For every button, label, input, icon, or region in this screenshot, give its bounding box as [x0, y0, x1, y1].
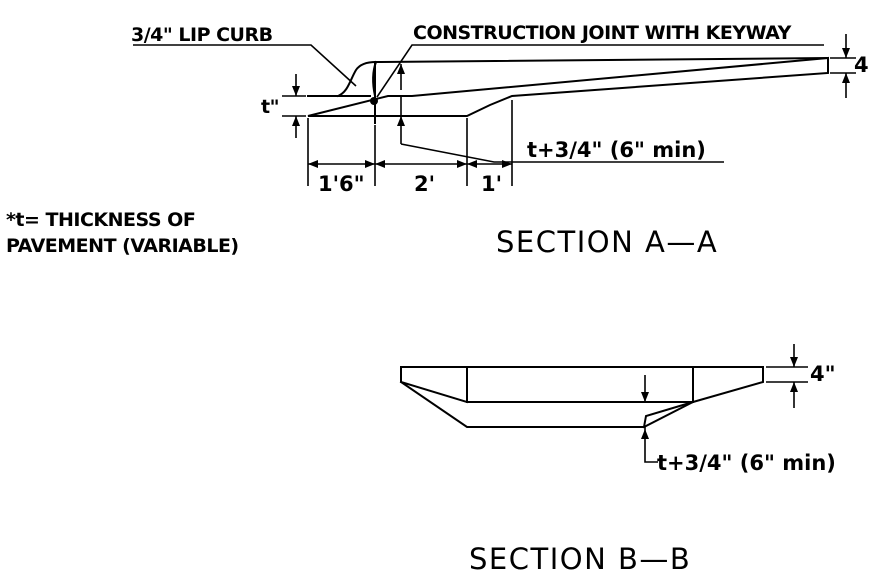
depth-leader	[400, 143, 724, 163]
dimension-1: 1'6"	[318, 172, 365, 196]
dim-arrow-2a	[375, 160, 385, 168]
dim-arrow-2b	[457, 160, 467, 168]
b-thk-arrow-bottom	[790, 382, 798, 392]
dim-arrow-3b	[502, 160, 512, 168]
depth-label-a: t+3/4" (6" min)	[527, 138, 706, 162]
joint-leader	[376, 44, 824, 98]
lip-curb-leader	[133, 44, 357, 87]
depth-label-b: t+3/4" (6" min)	[657, 451, 836, 475]
lip-curb-label: 3/4" LIP CURB	[131, 24, 273, 46]
dim-arrow-1b	[365, 160, 375, 168]
section-b-drawing	[399, 344, 808, 463]
right4-arrow-top	[842, 48, 850, 58]
dimension-2: 2'	[414, 172, 435, 196]
section-b-bottom	[642, 400, 695, 429]
section-b-title: SECTION B—B	[469, 542, 691, 576]
right4-arrow-bottom	[842, 73, 850, 83]
section-a-drawing	[133, 34, 856, 186]
note-line-2: PAVEMENT (VARIABLE)	[6, 235, 239, 257]
keyway-mark	[370, 97, 378, 105]
t-arrow-top	[292, 86, 300, 96]
dimension-3: 1'	[481, 172, 502, 196]
lip-curb	[336, 56, 830, 98]
section-b-thickness-label: 4"	[810, 362, 836, 386]
t-arrow-bottom	[292, 116, 300, 126]
dim-arrow-3a	[467, 160, 477, 168]
dim-arrow-1a	[308, 160, 318, 168]
thickness-label: t"	[261, 96, 279, 118]
section-a-title: SECTION A—A	[496, 225, 718, 259]
b-depth-arrow-upper	[641, 392, 649, 402]
b-thk-arrow-top	[790, 357, 798, 367]
section-a-slab-outline	[307, 56, 829, 117]
right-thickness-label: 4	[854, 53, 869, 77]
section-b-slab-outline	[400, 366, 764, 428]
depth-arrow-head	[397, 116, 405, 126]
construction-joint-label: CONSTRUCTION JOINT WITH KEYWAY	[413, 22, 792, 44]
note-line-1: *t= THICKNESS OF	[6, 209, 195, 231]
section-b-left-bevel	[399, 380, 469, 404]
b-depth-arrow-lower	[641, 429, 649, 439]
